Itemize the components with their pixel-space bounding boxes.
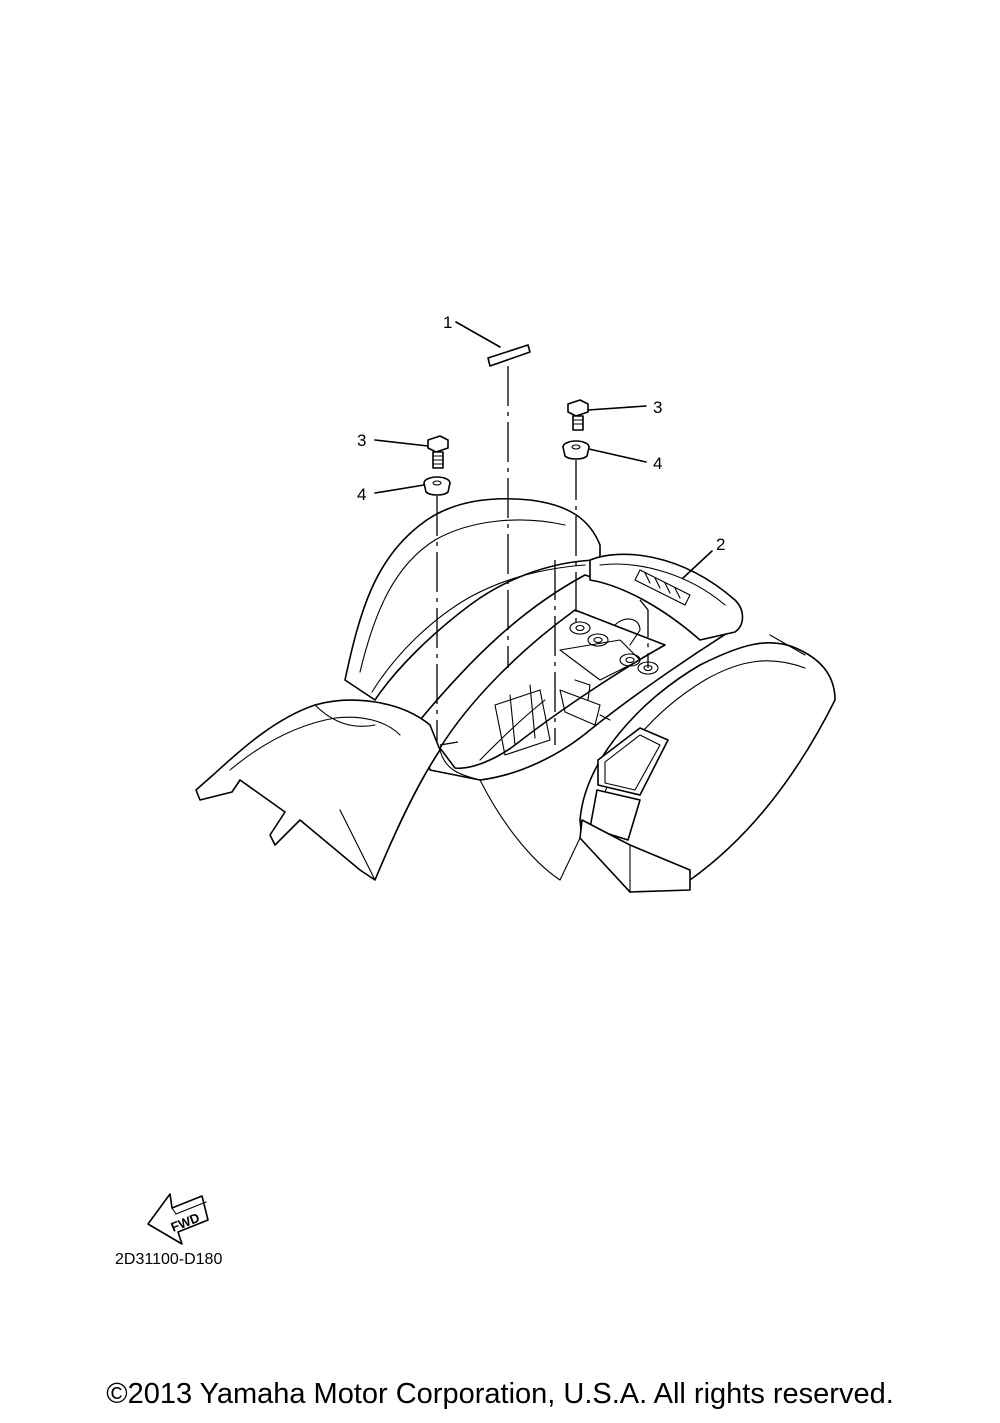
callout-4-right: 4 — [653, 454, 662, 473]
part-2-leader — [682, 550, 713, 579]
fwd-arrow-icon: FWD — [147, 1193, 209, 1245]
part-1-label-sticker — [455, 321, 531, 668]
callout-3-left: 3 — [357, 431, 366, 450]
callout-2: 2 — [716, 535, 725, 554]
part-4-grommet-left — [374, 476, 451, 742]
callout-1: 1 — [443, 313, 452, 332]
part-4-grommet-right — [562, 440, 647, 622]
fastening-axis-right — [639, 599, 649, 668]
part-3-bolt-right — [567, 399, 647, 431]
callout-4-left: 4 — [357, 485, 366, 504]
diagram-part-code: 2D31100-D180 — [115, 1251, 222, 1268]
part-3-bolt-left — [374, 435, 449, 469]
callout-3-right: 3 — [653, 398, 662, 417]
fastening-axis-left — [439, 741, 459, 746]
copyright-notice: ©2013 Yamaha Motor Corporation, U.S.A. A… — [106, 1378, 894, 1410]
rear-fender — [195, 497, 836, 893]
